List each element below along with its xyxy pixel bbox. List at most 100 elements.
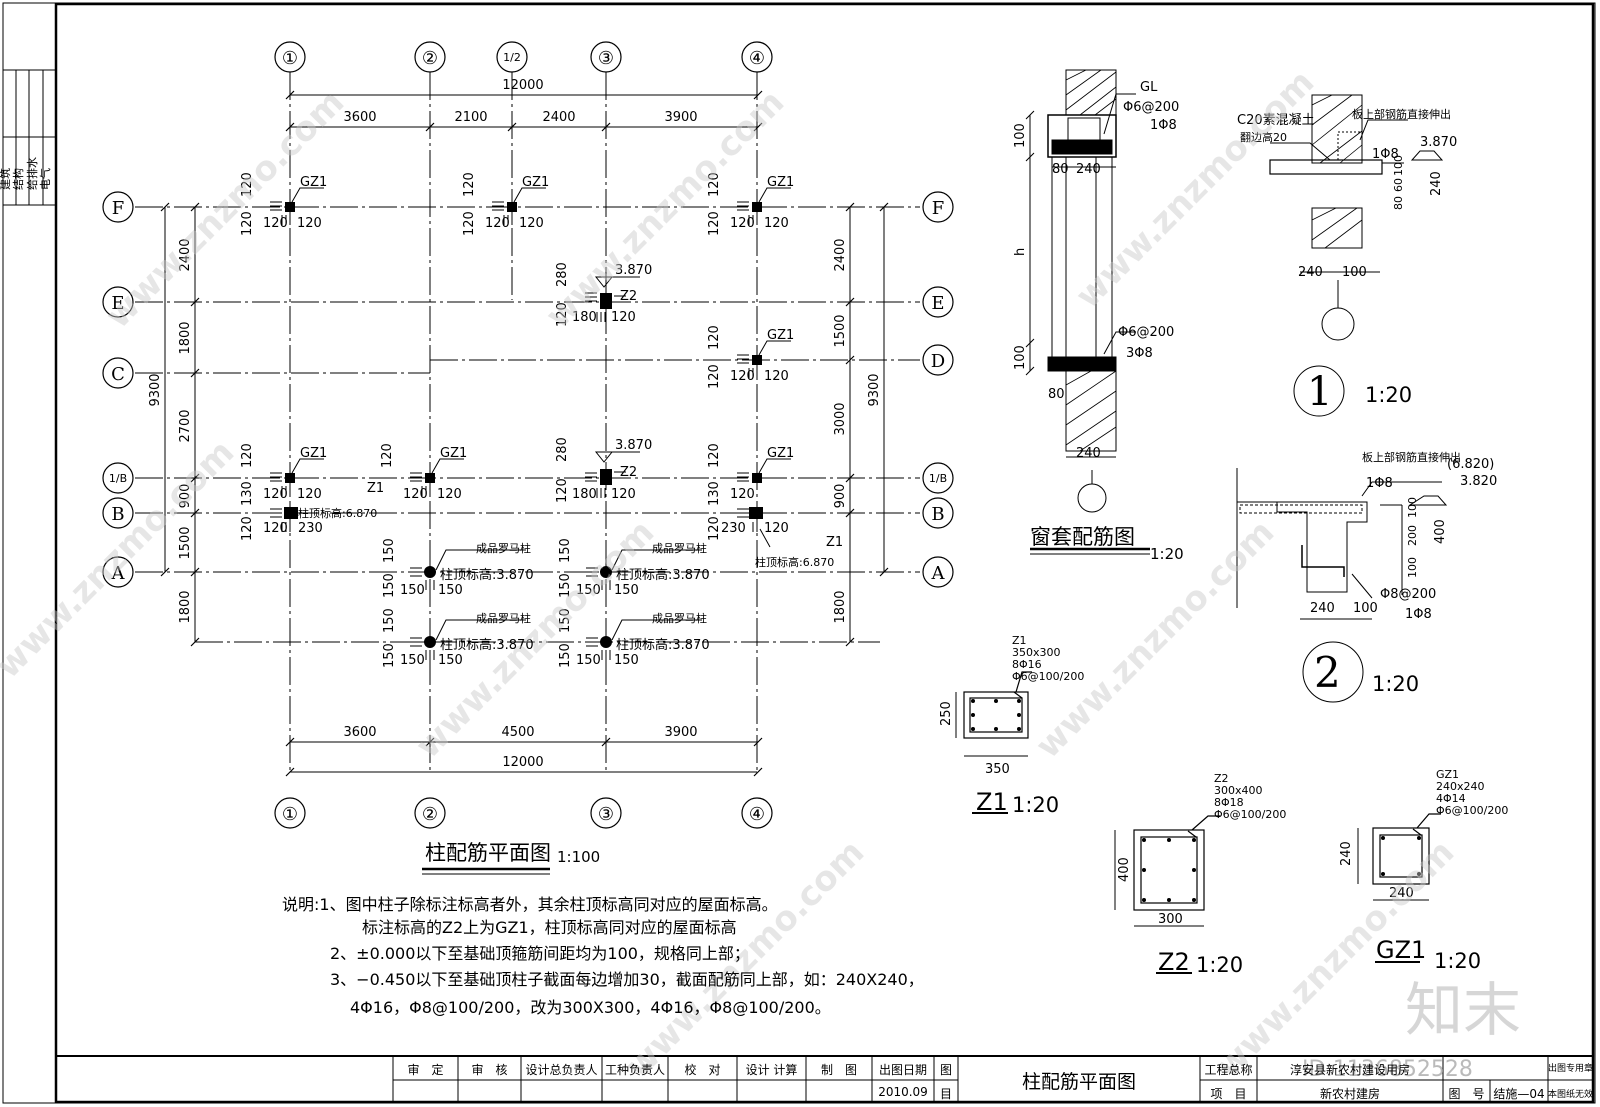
d2-num: 2 bbox=[1314, 648, 1341, 697]
col-dim: 120 bbox=[240, 516, 255, 541]
roman-label: 成品罗马柱 bbox=[652, 611, 707, 625]
dim-left-span: 1800 bbox=[178, 321, 193, 354]
col-dim: 120 bbox=[707, 516, 722, 541]
col-dim: 150 bbox=[558, 643, 573, 668]
win-dim: 80 bbox=[1052, 162, 1069, 177]
tb-label: 审 核 bbox=[471, 1063, 508, 1077]
win-dim: 240 bbox=[1076, 446, 1101, 461]
axis-label: ④ bbox=[749, 48, 765, 69]
dim-right-span: 900 bbox=[833, 484, 848, 509]
tb-label: 图 bbox=[939, 1063, 952, 1077]
title-block bbox=[56, 1055, 1593, 1102]
win-label: GL bbox=[1140, 80, 1158, 95]
col-dim: 120 bbox=[263, 216, 288, 231]
side-strip bbox=[3, 69, 56, 206]
col-label: GZ1 bbox=[767, 175, 794, 190]
roman-elev: 柱顶标高:3.870 bbox=[616, 567, 710, 583]
tb-no-label: 图 号 bbox=[1448, 1087, 1485, 1101]
z2-name: Z2 bbox=[1214, 772, 1229, 785]
col-dim: 130 bbox=[240, 481, 255, 506]
col-dim: 120 bbox=[764, 521, 789, 536]
col-dim: 120 bbox=[555, 302, 570, 327]
tb-label: 出图日期 bbox=[878, 1063, 927, 1077]
d1-dim: 240 bbox=[1429, 171, 1444, 196]
col-label: GZ1 bbox=[767, 328, 794, 343]
side-strip-item: 电气 bbox=[38, 168, 52, 190]
col-dim: 120 bbox=[555, 478, 570, 503]
col-dim: 150 bbox=[382, 573, 397, 598]
tb-label: 设计 计算 bbox=[745, 1063, 798, 1077]
dim-span: 2400 bbox=[542, 110, 575, 125]
d1-dim: 100 bbox=[1392, 155, 1405, 176]
win-scale: 1:20 bbox=[1150, 545, 1184, 563]
col-dim: 180 bbox=[572, 310, 597, 325]
note-line: 标注标高的Z2上为GZ1，柱顶标高同对应的屋面标高 bbox=[362, 918, 737, 937]
dim-span: 3900 bbox=[664, 110, 697, 125]
side-strip-item: 结构 bbox=[11, 168, 25, 190]
column-gz1 bbox=[285, 473, 295, 483]
axis-bubbles bbox=[102, 41, 954, 829]
col-dim: 230 bbox=[721, 521, 746, 536]
tb-proj-label: 工程总称 bbox=[1204, 1063, 1253, 1077]
dim-right-span: 3000 bbox=[833, 402, 848, 435]
win-dim: h bbox=[1013, 248, 1028, 256]
col-dim: 150 bbox=[382, 538, 397, 563]
watermark-id: ID:1136852528 bbox=[1302, 1057, 1473, 1082]
d2-dim: 100 bbox=[1406, 557, 1419, 578]
col-dim: 120 bbox=[380, 443, 395, 468]
tb-date: 2010.09 bbox=[878, 1085, 928, 1099]
gz1-h: 240 bbox=[1339, 841, 1354, 866]
column-roman bbox=[600, 566, 612, 578]
tb-proj-name: 淳安县新农村建设用房 bbox=[1289, 1063, 1410, 1077]
col-dim: 120 bbox=[611, 310, 636, 325]
col-dim: 150 bbox=[438, 583, 463, 598]
dim-left-span: 2700 bbox=[178, 409, 193, 442]
axis-label: E bbox=[111, 293, 124, 314]
col-elev: 3.870 bbox=[615, 438, 652, 453]
col-dim: 150 bbox=[614, 583, 639, 598]
col-dim: 120 bbox=[403, 487, 428, 502]
col-top-elev: 柱顶标高:6.870 bbox=[298, 506, 377, 520]
col-dim: 150 bbox=[558, 538, 573, 563]
gz1-title: GZ1 bbox=[1376, 936, 1426, 964]
col-label: GZ1 bbox=[440, 446, 467, 461]
roman-elev: 柱顶标高:3.870 bbox=[616, 637, 710, 653]
col-label: GZ1 bbox=[522, 175, 549, 190]
tb-label: 校 对 bbox=[684, 1063, 721, 1077]
win-dim: 100 bbox=[1013, 123, 1028, 148]
win-label: 1Φ8 bbox=[1150, 118, 1177, 133]
col-dim: 150 bbox=[614, 653, 639, 668]
dim-right-span: 1500 bbox=[833, 314, 848, 347]
plan-scale: 1:100 bbox=[557, 848, 600, 866]
note-line: 3、−0.450以下至基础顶柱子截面每边增加30，截面配筋同上部，如：240X2… bbox=[330, 970, 924, 989]
tb-no-value: 结施—04 bbox=[1493, 1087, 1545, 1101]
col-top-elev: 柱顶标高:6.870 bbox=[755, 555, 834, 569]
dim-span: 2100 bbox=[454, 110, 487, 125]
tb-mu: 目 bbox=[939, 1087, 952, 1101]
col-dim: 150 bbox=[438, 653, 463, 668]
win-title: 窗套配筋图 bbox=[1030, 525, 1135, 549]
dim-left-span: 1500 bbox=[178, 526, 193, 559]
d2-dim: 100 bbox=[1406, 497, 1419, 518]
axis-label: F bbox=[932, 198, 945, 219]
column-roman bbox=[424, 566, 436, 578]
tb-label: 设计总负责人 bbox=[525, 1063, 598, 1077]
note-line: 4Φ16，Φ8@100/200，改为300X300，4Φ16，Φ8@100/20… bbox=[350, 998, 831, 1017]
dim-right-total: 9300 bbox=[867, 373, 882, 406]
dim-span: 3600 bbox=[343, 725, 376, 740]
dim-left-span: 2400 bbox=[178, 238, 193, 271]
dimension-lines bbox=[164, 94, 885, 773]
col-dim: 120 bbox=[730, 216, 755, 231]
columns bbox=[284, 202, 763, 648]
win-dim: 80 bbox=[1048, 387, 1065, 402]
drawing-frame bbox=[54, 2, 1595, 1104]
col-dim: 120 bbox=[485, 216, 510, 231]
tb-label: 审 定 bbox=[407, 1063, 444, 1077]
axis-label: F bbox=[112, 198, 125, 219]
col-dim: 120 bbox=[764, 369, 789, 384]
roman-elev: 柱顶标高:3.870 bbox=[440, 637, 534, 653]
d1-num: 1 bbox=[1307, 369, 1332, 415]
col-label: GZ1 bbox=[300, 175, 327, 190]
side-strip-item: 建筑 bbox=[0, 168, 12, 190]
